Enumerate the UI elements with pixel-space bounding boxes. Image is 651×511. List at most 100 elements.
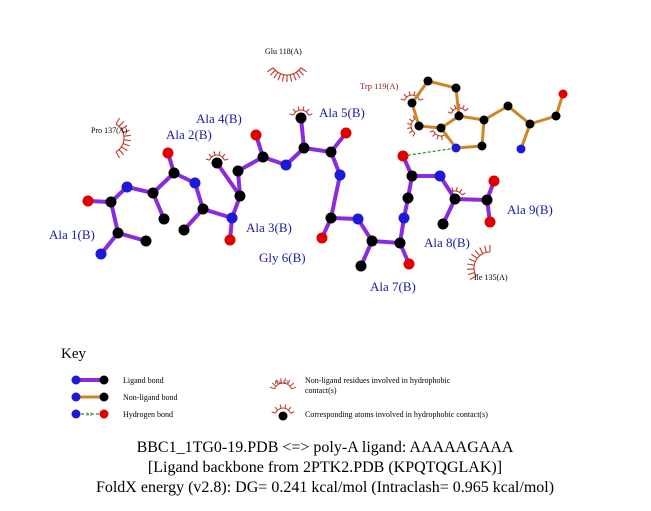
oxygen-atom [488,175,500,187]
carbon-atom [211,157,223,169]
label-ala7: Ala 7(B) [370,279,416,294]
carbon-atom [105,196,117,208]
nonligand-bond [454,86,461,118]
label-ile135: Ile 135(A) [474,273,508,282]
oxygen-atom [250,129,262,141]
oxygen-atom [224,234,236,246]
nonligand-bond [410,79,430,105]
label-ala8: Ala 8(B) [424,235,470,250]
carbon-atom [407,98,417,108]
carbon-atom [423,76,433,86]
label-ala9: Ala 9(B) [507,202,553,217]
key-hydro-arc-1 [269,378,297,390]
label-ala1: Ala 1(B) [49,227,95,242]
carbon-atom [402,192,414,204]
carbon-atom [436,123,446,133]
carbon-atom [394,237,406,249]
nitrogen-atom [95,248,107,260]
oxygen-atom [558,89,568,99]
nitrogen-atom [516,144,526,154]
label-ala5: Ala 5(B) [319,105,365,120]
carbon-atom [257,151,269,163]
carbon-atom [551,111,561,121]
key-ligand-bond-label: Ligand bond [123,376,164,385]
carbon-atom [298,142,310,154]
ligand-bond [329,173,342,220]
caption-line1: BBC1_1TG0-19.PDB <=> poly-A ligand: AAAA… [137,439,514,456]
label-ala4: Ala 4(B) [196,111,242,126]
key-corresponding-atoms-label: Corresponding atoms involved in hydropho… [305,410,488,419]
nitrogen-atom [189,177,201,189]
nitrogen-atom [451,143,461,153]
label-gly6: Gly 6(B) [259,250,306,265]
label-ala3: Ala 3(B) [246,220,292,235]
key-nonligand-atom-n [71,392,81,402]
key-nonligand-bond-label: Non-ligand bond [123,393,177,402]
oxygen-atom [403,258,415,270]
oxygen-atom [484,216,496,228]
oxygen-atom [82,195,94,207]
key-ligand-atom-c [99,375,109,385]
carbon-atom [178,224,190,236]
atoms [82,76,568,272]
key-hydro-arc-2 [271,404,295,414]
nitrogen-atom [280,159,292,171]
carbon-atom [325,212,337,224]
label-trp119: Trp 119(A) [360,81,399,91]
carbon-atom [140,235,152,247]
oxygen-atom [162,147,174,159]
key-nonligand-atom-c [99,392,109,402]
carbon-atom [477,141,487,151]
carbon-atom [451,83,461,93]
hydrophobic-atom-arc [205,151,229,161]
label-glu118: Glu 118(A) [265,47,302,56]
key-hbond-label: Hydrogen bond [123,410,173,419]
carbon-atom [449,193,461,205]
nonligand-bond [506,104,532,126]
key-hbond-atom-o [99,409,109,419]
carbon-atom [479,115,489,125]
hydrophobic-atom-arc [407,115,416,137]
carbon-atom [406,170,418,182]
carbon-atom [481,194,493,206]
hydrophobic-arc-glu118 [267,67,307,82]
nitrogen-atom [398,212,410,224]
carbon-atom [454,111,464,121]
carbon-atom [168,167,180,179]
carbon-atom [197,203,209,215]
carbon-atom [158,213,170,225]
oxygen-atom [316,232,328,244]
carbon-atom [232,165,244,177]
nonligand-bonds [410,79,565,151]
key-hbond-length: 3.0 [86,413,93,418]
nitrogen-atom [334,169,346,181]
nitrogen-atom [352,213,364,225]
hydrophobic-arc-ile135 [467,245,491,280]
key-ligand-atom-n [71,375,81,385]
nonligand-bond [528,114,558,126]
hydrogen-bonds [402,147,457,157]
label-ala2: Ala 2(B) [166,127,212,142]
key-title: Key [61,346,86,362]
caption-line3: FoldX energy (v2.8): DG= 0.241 kcal/mol … [96,479,554,496]
key-nonligand-residues-label: Non-ligand residues involved in hydropho… [305,376,451,385]
nonligand-bond [426,79,458,90]
key-nonligand-residues-label-2: contact(s) [305,386,337,395]
oxygen-atom [397,150,409,162]
carbon-atom [295,112,307,124]
carbon-atom [525,119,535,129]
key-legend: Key Ligand bond Non-ligand bond 3.0 Hydr… [61,346,488,421]
key-hbond-atom-n [71,409,81,419]
carbon-atom [437,218,449,230]
nitrogen-atom [226,212,238,224]
carbon-atom [366,235,378,247]
carbon-atom [147,187,159,199]
nonligand-bond [482,104,510,122]
carbon-atom [325,146,337,158]
hydrophobic-contacts [115,67,491,280]
oxygen-atom [340,127,352,139]
key-corresponding-atom [278,411,288,421]
ligand-bond [215,161,242,198]
caption-line2: [Ligand backbone from 2PTK2.PDB (KPQTQGL… [148,459,502,476]
hydrophobic-atom-arc [289,106,313,116]
